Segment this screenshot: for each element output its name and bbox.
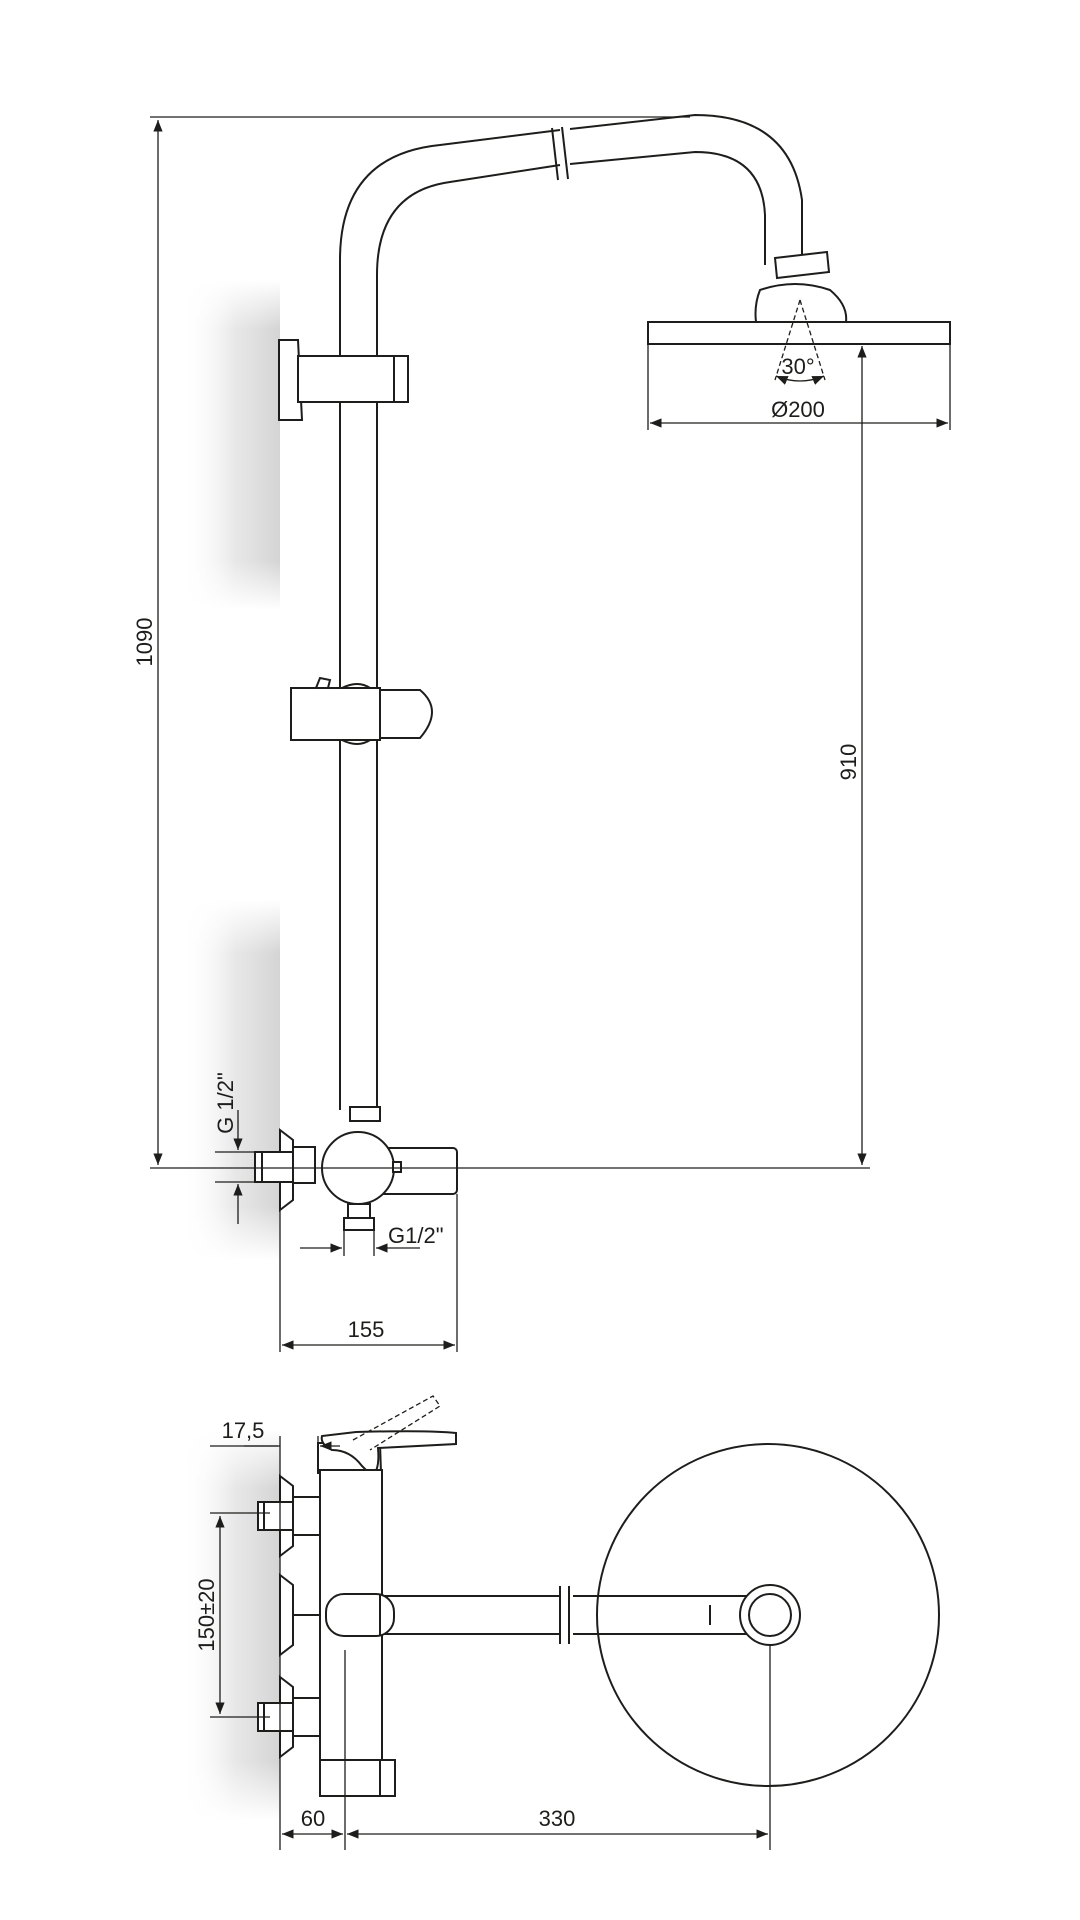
top-view-inlets — [257, 1473, 321, 1760]
dim-wall-offset: 17,5 — [222, 1418, 265, 1443]
dimension-lines-top — [210, 1436, 771, 1850]
riser-pipe — [339, 113, 803, 1110]
dimension-lines-front — [150, 116, 951, 1352]
dim-head-diameter: Ø200 — [771, 397, 825, 422]
head-connector — [754, 250, 848, 323]
wall-bracket — [278, 339, 409, 421]
sliding-holder — [290, 676, 434, 745]
dim-inlet-spacing: 150±20 — [194, 1578, 219, 1651]
wall-shadow — [180, 280, 280, 1820]
shower-head — [647, 299, 951, 385]
dim-outlet-thread: G1/2" — [388, 1223, 444, 1248]
dim-inlet-thread-vertical: G 1/2" — [213, 1072, 238, 1134]
top-view-mixer — [317, 1395, 457, 1797]
dim-arm-reach: 330 — [539, 1806, 576, 1831]
dim-projection-side: 155 — [348, 1317, 385, 1342]
dim-head-height: 910 — [836, 744, 861, 781]
dim-spray-angle: 30° — [781, 354, 814, 379]
dim-pipe-offset: 60 — [301, 1806, 325, 1831]
dimension-labels-top: 17,5 150±20 60 330 — [194, 1418, 575, 1831]
dimension-labels-front: 1090 910 Ø200 30° G 1/2" G1/2" 155 — [132, 354, 861, 1342]
dim-total-height: 1090 — [132, 618, 157, 667]
